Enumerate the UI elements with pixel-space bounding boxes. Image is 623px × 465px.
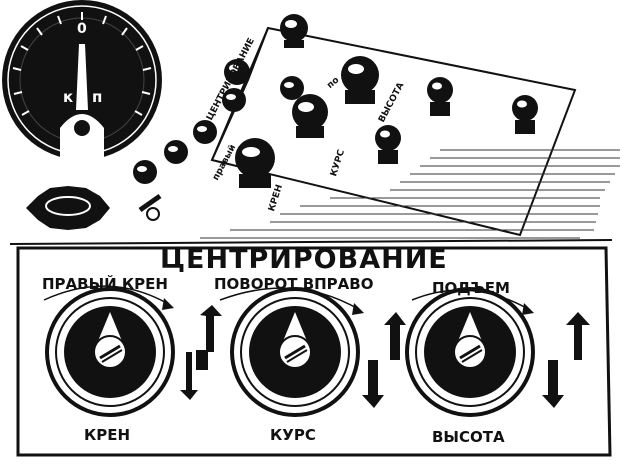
gauge-needle xyxy=(76,44,88,110)
altitude-knob xyxy=(405,287,535,417)
box-shading xyxy=(200,149,620,239)
altitude-arrows xyxy=(411,289,590,408)
roll-knob-bottom-label: КРЕН xyxy=(84,426,131,444)
course-knob xyxy=(230,287,360,417)
gauge-left-label: к xyxy=(63,88,74,106)
toggle-lever xyxy=(138,193,162,221)
roll-knob-top-label: ПРАВЫЙ КРЕН xyxy=(42,275,168,293)
altitude-knob-top-label: ПОДЪЕМ xyxy=(432,279,510,297)
roll-knob xyxy=(45,287,175,417)
course-knob-top-label: ПОВОРОТ ВПРАВО xyxy=(214,275,374,293)
gauge-right-label: п xyxy=(92,88,103,106)
device-knobs xyxy=(133,14,538,188)
gauge-scale xyxy=(12,12,152,116)
panel-title: ЦЕНТРИРОВАНИЕ xyxy=(160,244,448,275)
roll-arrows xyxy=(43,285,222,400)
star-knob xyxy=(26,186,110,230)
course-knob-bottom-label: КУРС xyxy=(270,426,316,444)
gauge-hub xyxy=(60,114,104,160)
centering-panel xyxy=(9,239,613,457)
altitude-knob-bottom-label: ВЫСОТА xyxy=(432,428,505,446)
control-box xyxy=(26,14,620,239)
gauge xyxy=(2,0,162,160)
course-arrows xyxy=(219,287,406,408)
gauge-zero-label: 0 xyxy=(77,21,87,37)
